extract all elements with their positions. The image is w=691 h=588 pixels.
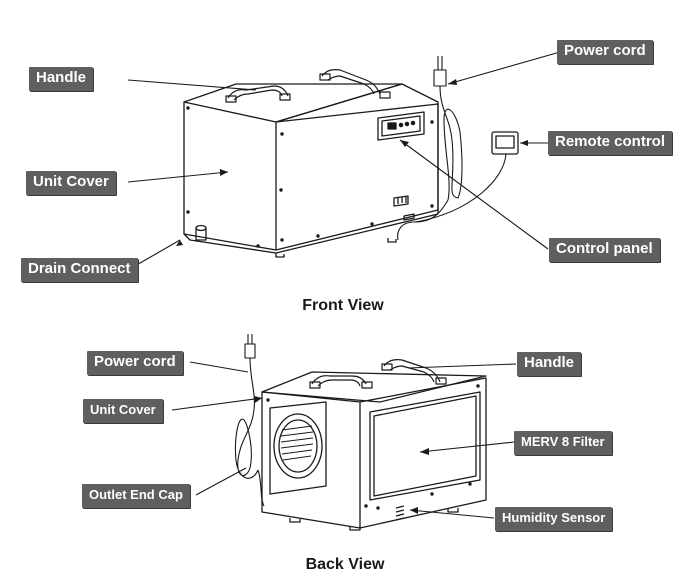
back-sensor-vent — [395, 505, 405, 521]
front-unit-drawing — [183, 56, 519, 258]
label-front-unit-cover: Unit Cover — [26, 171, 116, 195]
label-front-control-panel: Control panel — [549, 238, 660, 262]
back-power-cord — [234, 334, 265, 507]
front-side-face — [183, 102, 277, 251]
label-front-remote-control: Remote control — [548, 131, 673, 155]
front-drain-fitting — [195, 224, 207, 241]
back-handles — [309, 359, 447, 389]
label-back-power-cord: Power cord — [87, 351, 183, 375]
front-main-face — [275, 103, 439, 251]
front-screws — [186, 106, 434, 248]
back-main-face — [359, 377, 487, 529]
label-back-handle: Handle — [517, 352, 582, 376]
leader-lines — [127, 51, 561, 519]
front-control-panel — [377, 111, 425, 141]
caption-back-view: Back View — [305, 556, 385, 573]
label-front-handle: Handle — [29, 67, 94, 91]
front-handles — [225, 69, 391, 103]
leader-arrowheads — [176, 79, 528, 514]
front-connector — [393, 195, 415, 221]
label-back-outlet-end-cap: Outlet End Cap — [82, 484, 190, 508]
back-outlet-end-cap — [269, 401, 327, 495]
label-back-humidity-sensor: Humidity Sensor — [495, 507, 613, 531]
back-top-face — [261, 371, 487, 403]
back-unit-drawing — [234, 334, 487, 531]
caption-front-view: Front View — [302, 297, 384, 314]
front-power-cord — [397, 56, 463, 241]
back-screws — [266, 384, 480, 510]
label-back-unit-cover: Unit Cover — [83, 399, 163, 423]
label-front-power-cord: Power cord — [557, 40, 653, 64]
back-filter-frame — [369, 391, 481, 501]
label-front-drain-connect: Drain Connect — [21, 258, 138, 282]
label-back-merv-filter: MERV 8 Filter — [514, 431, 612, 455]
back-side-face — [261, 392, 361, 529]
front-remote-control — [415, 131, 519, 223]
